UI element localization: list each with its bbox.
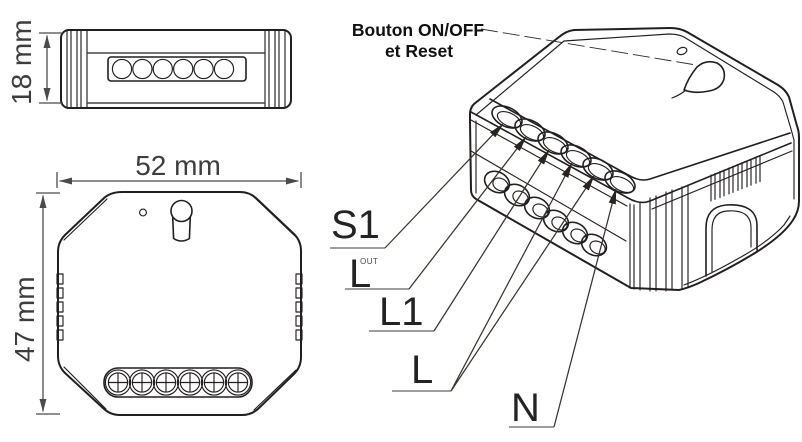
terminal-label-l1-leader [433, 149, 550, 332]
perspective-corner-ribs [629, 184, 689, 292]
front-view-chamfer-inner-edges [63, 197, 297, 411]
terminal-label-s1: S1 [330, 123, 504, 249]
terminal-label-l-leader-2 [450, 175, 595, 392]
perspective-top-fold-line [489, 98, 791, 181]
terminal-label-l1-text: L1 [379, 290, 424, 334]
button-annotation-line2: et Reset [385, 41, 453, 61]
terminal-label-l-text: L [411, 348, 433, 392]
side-view-terminal-holes [111, 58, 235, 80]
front-view-keyhole [170, 199, 193, 242]
on-off-reset-button [671, 60, 726, 99]
terminal-label-n-text: N [511, 386, 540, 430]
perspective-front-seam [470, 150, 627, 242]
side-view-height-dimension: 18 mm [6, 19, 63, 105]
screw-terminal [128, 369, 156, 396]
terminal-label-l1: L1 [369, 149, 550, 334]
front-view-drawing: 52 mm 47 mm [9, 150, 303, 416]
screw-terminal [224, 369, 252, 396]
front-view-height-label: 47 mm [9, 276, 40, 362]
button-annotation: Bouton ON/OFF et Reset [352, 20, 697, 66]
terminal-label-n: N [509, 188, 617, 430]
perspective-bottom-edge-inner [683, 215, 791, 286]
terminal-label-n-leader [553, 188, 617, 428]
perspective-led-hole [676, 46, 688, 56]
perspective-silhouette [469, 27, 800, 291]
perspective-rounded-edge-inner [475, 33, 795, 200]
button-annotation-line1: Bouton ON/OFF [352, 20, 485, 40]
terminal-label-s1-leader [384, 123, 504, 249]
screw-terminal [200, 369, 228, 396]
terminal-label-l-out-sup: OUT [360, 257, 378, 266]
front-view-screw-terminals [104, 369, 252, 396]
side-view-seams [87, 52, 265, 104]
front-view-terminal-strip [103, 367, 253, 398]
perspective-wire-holes [483, 170, 608, 257]
front-view-led-hole [139, 208, 147, 217]
terminal-label-l-out-text: L [349, 252, 371, 296]
perspective-view-drawing [469, 27, 800, 292]
screw-terminal [176, 369, 204, 396]
terminal-label-s1-text: S1 [331, 203, 380, 247]
side-view-body [60, 29, 292, 109]
terminal-label-l-out: L OUT [345, 136, 527, 296]
perspective-side-vent-ribs [710, 155, 761, 202]
button-annotation-leader-line [480, 28, 697, 66]
side-view-right-ribs [264, 30, 286, 108]
screw-terminal [152, 369, 180, 396]
side-view-left-ribs [66, 30, 88, 108]
front-view-side-ribs [56, 273, 303, 341]
terminal-label-l: L [392, 162, 595, 392]
terminal-label-l-out-leader [408, 136, 527, 290]
front-view-outline [57, 191, 302, 416]
front-view-width-dimension: 52 mm [56, 150, 302, 188]
terminal-label-l-leader-1 [450, 162, 573, 392]
side-view-drawing: 18 mm [6, 19, 292, 109]
side-view-height-label: 18 mm [6, 19, 37, 105]
screw-terminal [104, 369, 132, 396]
perspective-cable-arch [705, 204, 758, 277]
perspective-lip-line [470, 111, 792, 204]
perspective-screw-openings [491, 105, 636, 194]
front-view-height-dimension: 47 mm [9, 192, 60, 415]
side-view-terminal-band [107, 56, 247, 82]
front-view-width-label: 52 mm [135, 150, 221, 181]
